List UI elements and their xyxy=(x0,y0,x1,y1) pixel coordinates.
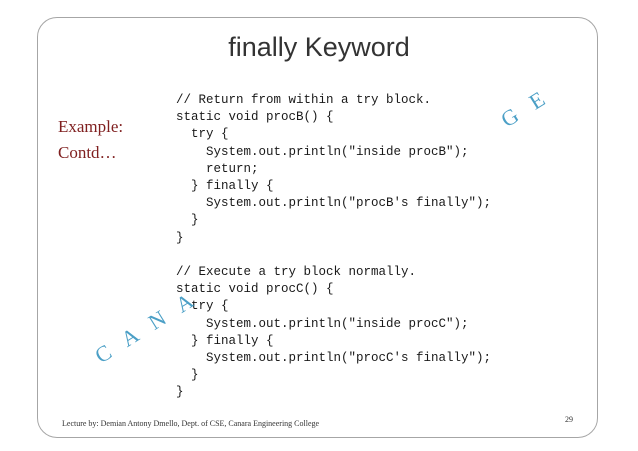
slide-title: finally Keyword xyxy=(228,32,410,62)
slide-frame xyxy=(37,17,598,438)
page-number: 29 xyxy=(565,415,573,424)
example-label-line2: Contd… xyxy=(58,143,117,162)
example-label: Example: Contd… xyxy=(58,114,123,166)
example-label-line1: Example: xyxy=(58,117,124,136)
code-block: // Return from within a try block. stati… xyxy=(176,93,492,400)
footer-credit: Lecture by: Demian Antony Dmello, Dept. … xyxy=(62,419,320,428)
